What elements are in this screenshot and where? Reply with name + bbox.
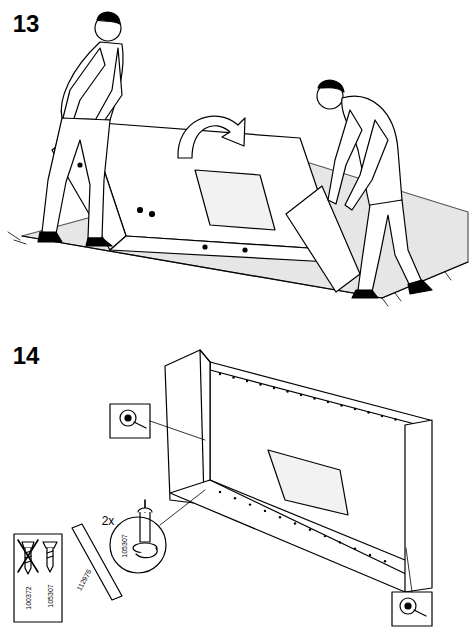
screw-box xyxy=(43,542,57,548)
hole xyxy=(324,535,326,537)
person-left xyxy=(92,48,122,130)
hole xyxy=(264,510,266,512)
hole xyxy=(249,503,251,505)
person-right xyxy=(317,80,432,298)
cabinet-tipped xyxy=(243,248,247,252)
screw-box xyxy=(22,542,34,548)
hole xyxy=(309,529,311,531)
person-left xyxy=(86,238,112,246)
cabinet-upright xyxy=(210,362,430,428)
rug-fringe xyxy=(8,232,451,306)
part-number: 112976 xyxy=(75,567,93,592)
screw-box xyxy=(14,534,62,622)
person-right xyxy=(352,290,378,298)
hole xyxy=(327,401,329,403)
cabinet-tipped xyxy=(195,170,275,230)
hole xyxy=(294,522,296,524)
hole xyxy=(300,394,302,396)
rug-fringe xyxy=(395,293,401,301)
hole xyxy=(354,408,356,410)
person-left xyxy=(42,118,110,238)
rug-fringe xyxy=(445,272,451,280)
hole xyxy=(286,390,288,392)
callout-box xyxy=(110,404,150,438)
hole xyxy=(219,373,221,375)
step-number: 13 xyxy=(13,12,40,36)
detail-zoom xyxy=(136,548,157,558)
callout-box xyxy=(406,548,412,592)
hole xyxy=(273,387,275,389)
hole xyxy=(367,411,369,413)
hole xyxy=(381,415,383,417)
person-left xyxy=(38,232,62,242)
person-left xyxy=(38,12,123,246)
detail-zoom xyxy=(160,490,205,525)
screw-box xyxy=(47,551,53,558)
hole xyxy=(394,418,396,420)
callout-box xyxy=(392,592,432,626)
detail-zoom xyxy=(72,490,205,600)
part-number: 100372 xyxy=(25,585,32,610)
callout-box xyxy=(150,421,205,440)
callout-box xyxy=(414,610,426,616)
person-left xyxy=(97,12,120,24)
hole xyxy=(279,516,281,518)
hole xyxy=(219,491,221,493)
screw-box xyxy=(47,548,53,572)
hole xyxy=(259,383,261,385)
detail-zoom xyxy=(140,510,150,542)
part-number: 105307 xyxy=(121,533,128,558)
cabinet-tipped xyxy=(138,208,143,213)
rug-fringe xyxy=(382,298,388,306)
screw-box xyxy=(18,540,38,572)
person-right xyxy=(345,120,388,210)
cabinet-tipped xyxy=(78,163,82,167)
callout-box xyxy=(110,404,432,626)
step-number: 14 xyxy=(13,344,40,368)
screw-box xyxy=(18,540,38,572)
screw-box xyxy=(14,534,62,622)
cabinet-upright xyxy=(210,480,405,560)
part-number: 105307 xyxy=(47,583,54,608)
turn-arrow xyxy=(178,116,245,158)
hole xyxy=(246,380,248,382)
callout-box xyxy=(125,415,131,421)
hole xyxy=(339,541,341,543)
cabinet-tipped xyxy=(203,245,207,249)
person-right xyxy=(408,280,432,294)
person-right xyxy=(318,80,344,92)
rug-fringe xyxy=(8,232,20,240)
callout-box xyxy=(134,422,146,428)
cabinet-upright xyxy=(165,350,432,592)
hole xyxy=(369,554,371,556)
hole xyxy=(340,404,342,406)
person-right xyxy=(358,200,422,292)
turn-arrow xyxy=(178,116,245,158)
rug-fringe xyxy=(14,240,26,244)
detail-zoom xyxy=(138,508,152,512)
callout-box xyxy=(400,598,416,614)
quantity: 2x xyxy=(102,515,115,527)
hole xyxy=(384,560,386,562)
hole xyxy=(313,397,315,399)
detail-zoom xyxy=(72,524,122,600)
hole xyxy=(234,497,236,499)
callout-box xyxy=(405,603,411,609)
cabinet-tipped xyxy=(150,212,155,217)
cabinet-upright xyxy=(405,420,432,592)
hole xyxy=(354,548,356,550)
hole-row xyxy=(219,373,397,563)
callout-box xyxy=(120,410,136,426)
hole xyxy=(232,376,234,378)
cabinet-upright xyxy=(268,450,348,515)
detail-zoom xyxy=(110,517,166,573)
